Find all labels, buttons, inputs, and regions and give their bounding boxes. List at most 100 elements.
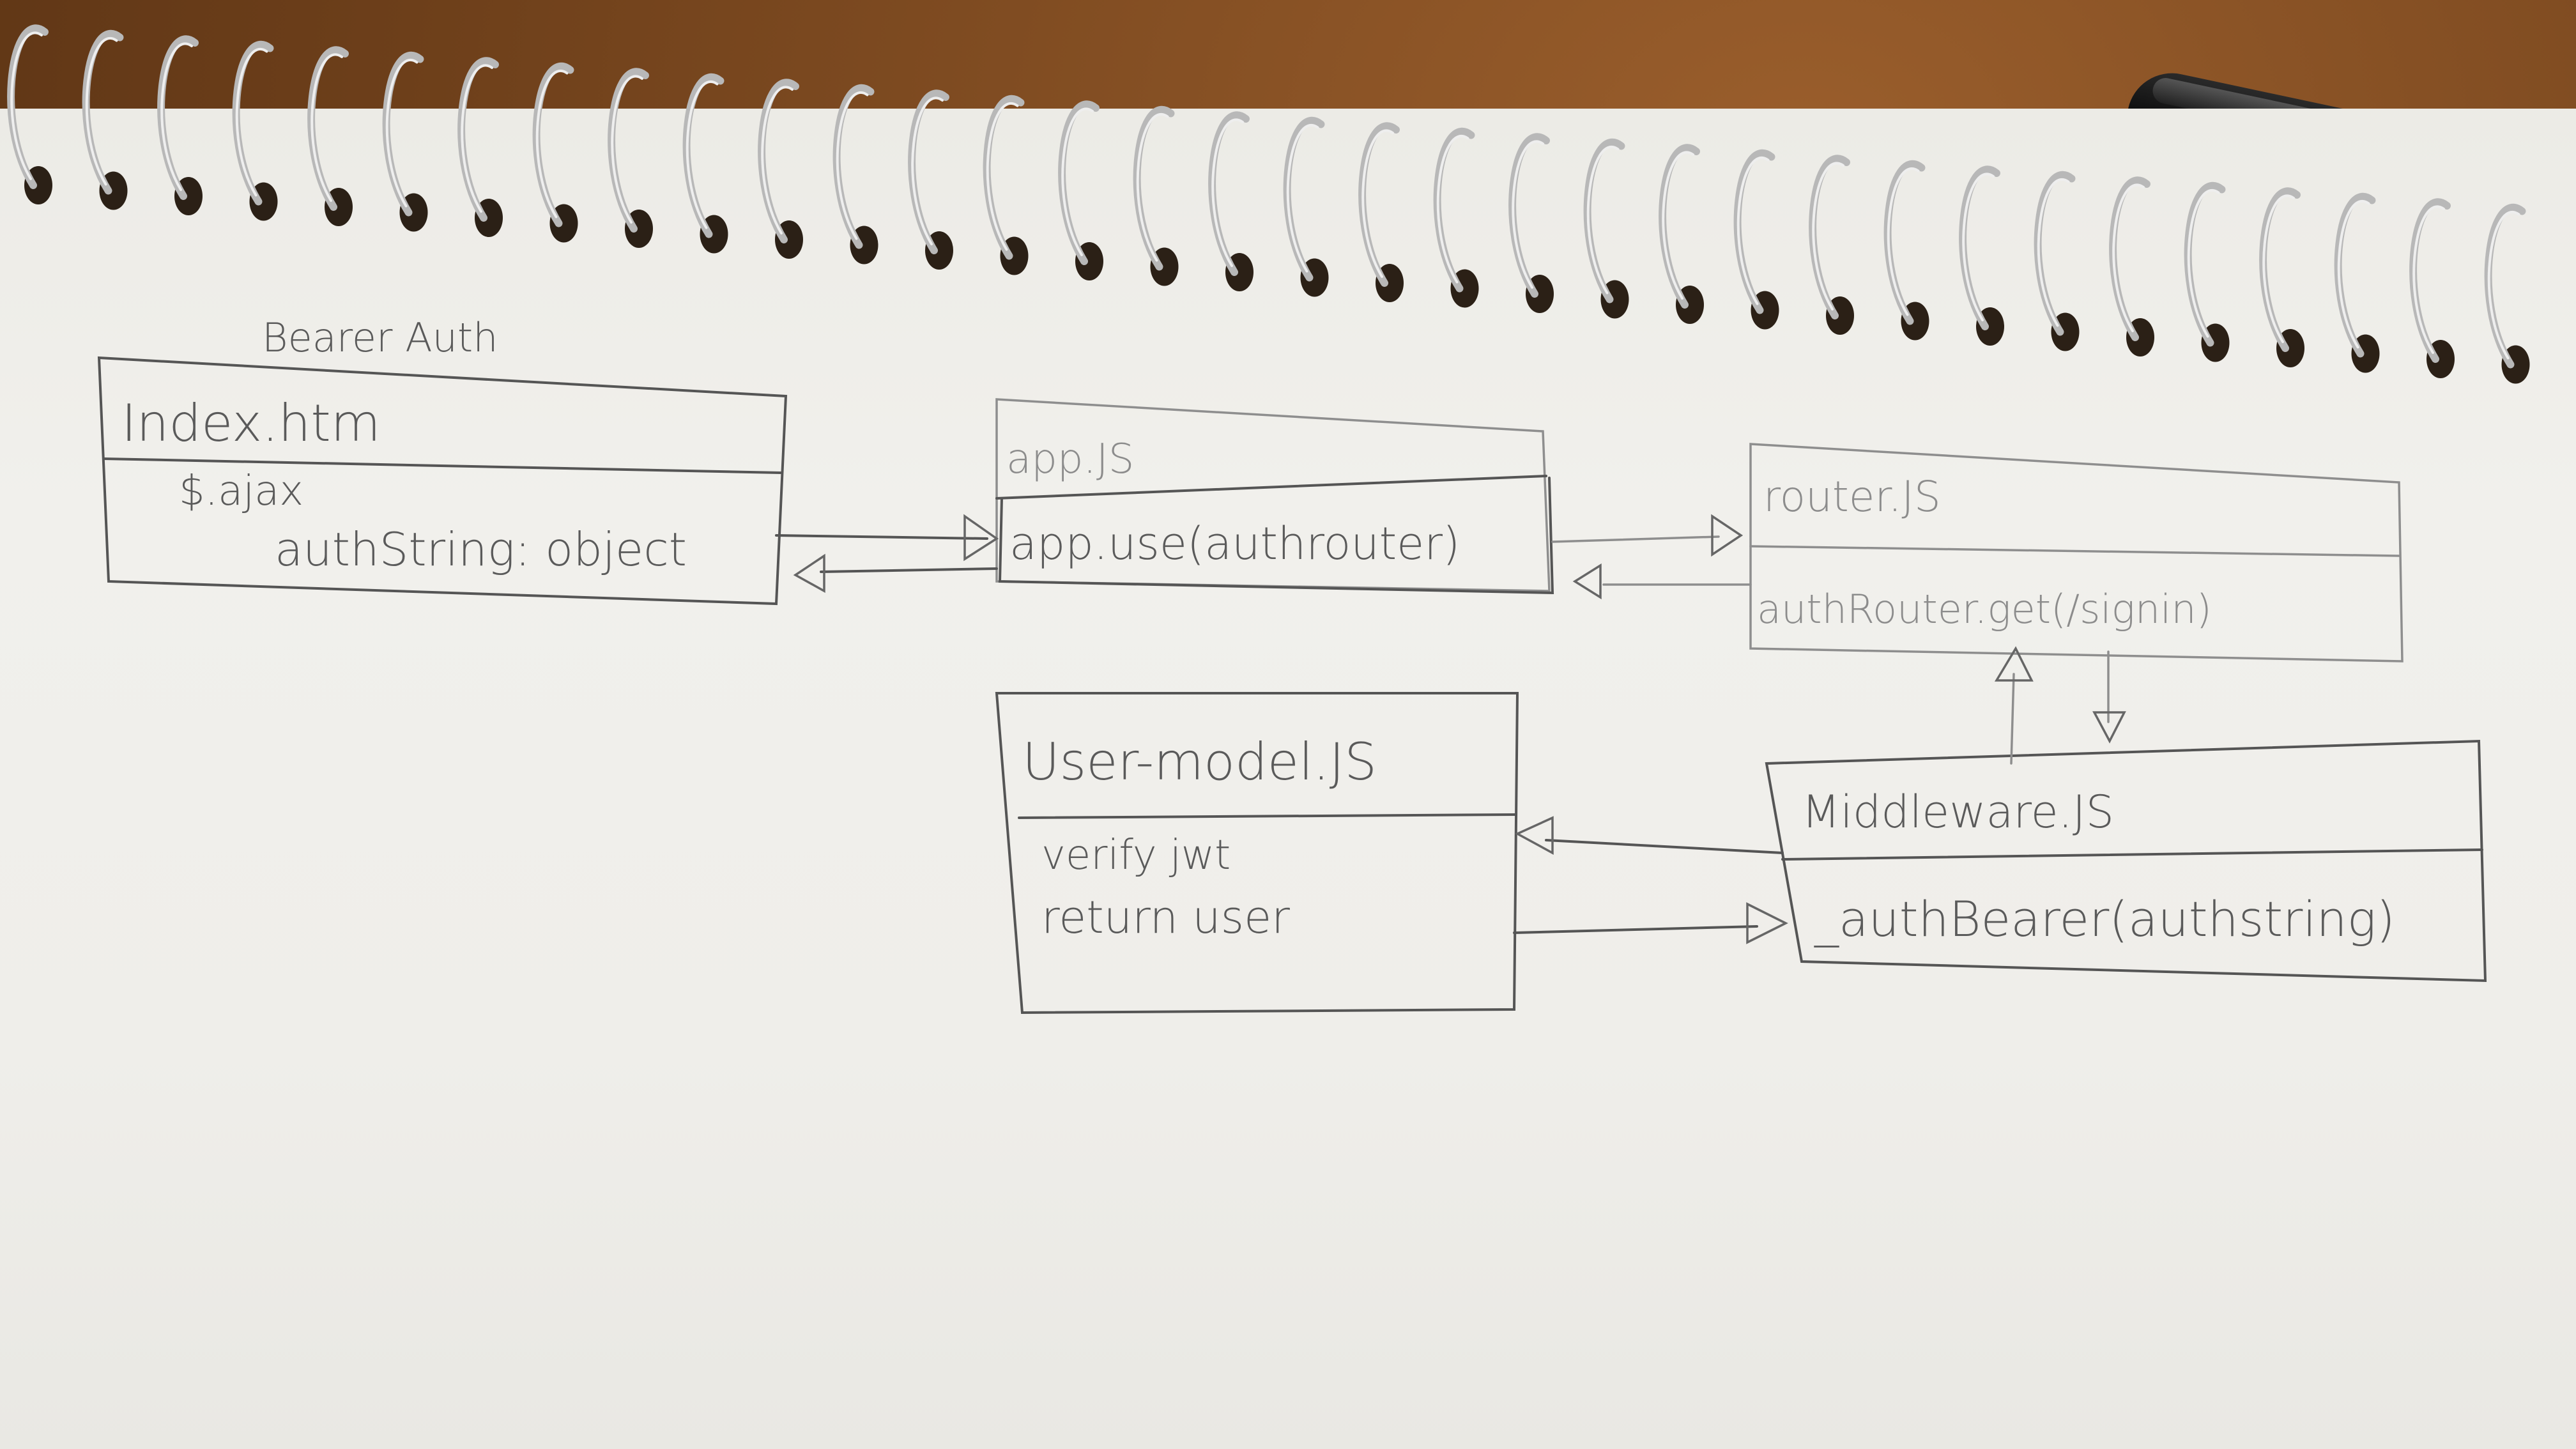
binding-ring xyxy=(532,62,574,227)
binding-ring-highlight xyxy=(2112,183,2145,332)
binding-ring xyxy=(1508,133,1550,298)
connectors xyxy=(775,514,2126,944)
binding-ring-highlight xyxy=(310,53,343,202)
box-middleware: Middleware.JS _authBearer(authstring) xyxy=(1765,739,2487,983)
binding-ring xyxy=(1809,155,1850,319)
spiral-binding xyxy=(7,24,2530,384)
binding-ring xyxy=(1283,116,1325,282)
binding-ring-highlight xyxy=(160,42,193,191)
binding-ring xyxy=(1358,122,1400,287)
binding-ring xyxy=(758,79,799,243)
binding-ring xyxy=(232,40,274,206)
binding-ring-highlight xyxy=(1736,157,1770,305)
binding-ring-highlight xyxy=(1286,124,1319,273)
binding-ring-highlight xyxy=(385,59,418,208)
binding-ring xyxy=(1433,127,1475,293)
binding-ring xyxy=(2184,181,2226,347)
box-router-title: router.JS xyxy=(1763,472,1941,521)
box-index-title: Index.htm xyxy=(121,394,381,453)
binding-ring-highlight xyxy=(761,86,793,234)
binding-ring xyxy=(157,35,199,200)
arrowhead-index xyxy=(793,553,825,593)
binding-ring xyxy=(1208,111,1250,276)
box-router: router.JS authRouter.get(/signin) xyxy=(1749,443,2404,663)
edge-index-to-app xyxy=(775,534,988,540)
binding-ring xyxy=(1733,149,1775,314)
box-user-model-line-1: verify jwt xyxy=(1041,832,1230,879)
edge-app-to-index xyxy=(820,567,998,573)
binding-ring-highlight xyxy=(1436,135,1469,284)
binding-ring xyxy=(382,51,424,217)
arrowhead-router xyxy=(1711,514,1744,557)
box-middleware-title: Middleware.JS xyxy=(1802,786,2114,838)
arrowhead-app-return xyxy=(1572,563,1602,600)
binding-ring xyxy=(7,24,49,189)
binding-ring xyxy=(1883,160,1926,325)
box-app-line-1: app.use(authrouter) xyxy=(1009,518,1460,570)
binding-ring-highlight xyxy=(2037,178,2070,327)
binding-ring-highlight xyxy=(1887,167,1920,316)
binding-ring-highlight xyxy=(85,37,118,186)
binding-ring-highlight xyxy=(1361,129,1394,278)
binding-ring xyxy=(2034,171,2076,336)
binding-ring xyxy=(908,89,949,254)
binding-ring xyxy=(608,68,649,233)
edge-middleware-to-user-model xyxy=(1545,839,1784,854)
box-app: app.JS app.use(authrouter) xyxy=(995,398,1554,595)
binding-ring xyxy=(307,46,349,211)
binding-ring-highlight xyxy=(611,75,643,224)
binding-ring-highlight xyxy=(1136,113,1169,262)
arrowhead-user-model xyxy=(1515,816,1554,855)
binding-ring xyxy=(2109,176,2150,341)
binding-ring-highlight xyxy=(1512,140,1544,289)
binding-ring xyxy=(1659,144,1700,309)
binding-ring-highlight xyxy=(686,80,719,229)
binding-ring xyxy=(1133,105,1175,271)
binding-ring-highlight xyxy=(1812,162,1844,310)
arrowhead-app xyxy=(963,514,999,562)
box-index: Index.htm $.ajax authString: object xyxy=(97,356,788,606)
binding-ring-highlight xyxy=(2187,189,2220,338)
binding-ring-highlight xyxy=(1586,146,1620,295)
edge-user-model-to-middleware xyxy=(1513,925,1758,934)
binding-ring-highlight xyxy=(2262,194,2295,343)
binding-ring-highlight xyxy=(986,102,1019,251)
arrowhead-middleware xyxy=(1746,902,1788,944)
box-user-model-line-2: return user xyxy=(1041,891,1290,944)
binding-ring-highlight xyxy=(1662,151,1694,300)
binding-ring-highlight xyxy=(10,31,43,180)
binding-ring xyxy=(2334,192,2376,358)
binding-ring-highlight xyxy=(1962,172,1995,321)
binding-ring xyxy=(1959,165,2000,330)
binding-ring-highlight xyxy=(911,96,944,245)
box-user-model: User-model.JS verify jwt return user xyxy=(995,692,1519,1015)
binding-ring xyxy=(82,29,124,195)
arrowhead-middleware-down xyxy=(2092,711,2126,744)
edge-middleware-to-router xyxy=(2010,673,2015,765)
binding-ring xyxy=(983,95,1025,260)
box-app-title: app.JS xyxy=(1006,436,1134,483)
binding-ring xyxy=(832,84,875,249)
binding-ring-highlight xyxy=(2412,205,2445,354)
binding-ring xyxy=(682,73,724,238)
binding-ring-highlight xyxy=(461,64,493,213)
box-index-line-1: $.ajax xyxy=(179,468,303,515)
binding-ring xyxy=(2409,198,2451,363)
binding-ring xyxy=(2259,187,2301,352)
edge-app-to-router xyxy=(1551,535,1720,543)
box-index-line-2: authString: object xyxy=(275,523,687,576)
box-user-model-title: User-model.JS xyxy=(1022,732,1377,792)
box-router-line-1: authRouter.get(/signin) xyxy=(1757,586,2212,632)
binding-ring-highlight xyxy=(2337,200,2370,349)
arrowhead-router-up xyxy=(1994,646,2034,682)
binding-ring-highlight xyxy=(235,48,268,197)
diagram-title: Bearer Auth xyxy=(262,314,498,361)
binding-ring-highlight xyxy=(535,70,569,218)
binding-ring-highlight xyxy=(1061,107,1094,256)
box-middleware-line-1: _authBearer(authstring) xyxy=(1814,891,2395,947)
binding-ring xyxy=(1058,100,1100,265)
binding-ring-highlight xyxy=(1211,118,1244,267)
binding-ring-highlight xyxy=(836,91,869,240)
binding-ring xyxy=(1583,138,1625,303)
